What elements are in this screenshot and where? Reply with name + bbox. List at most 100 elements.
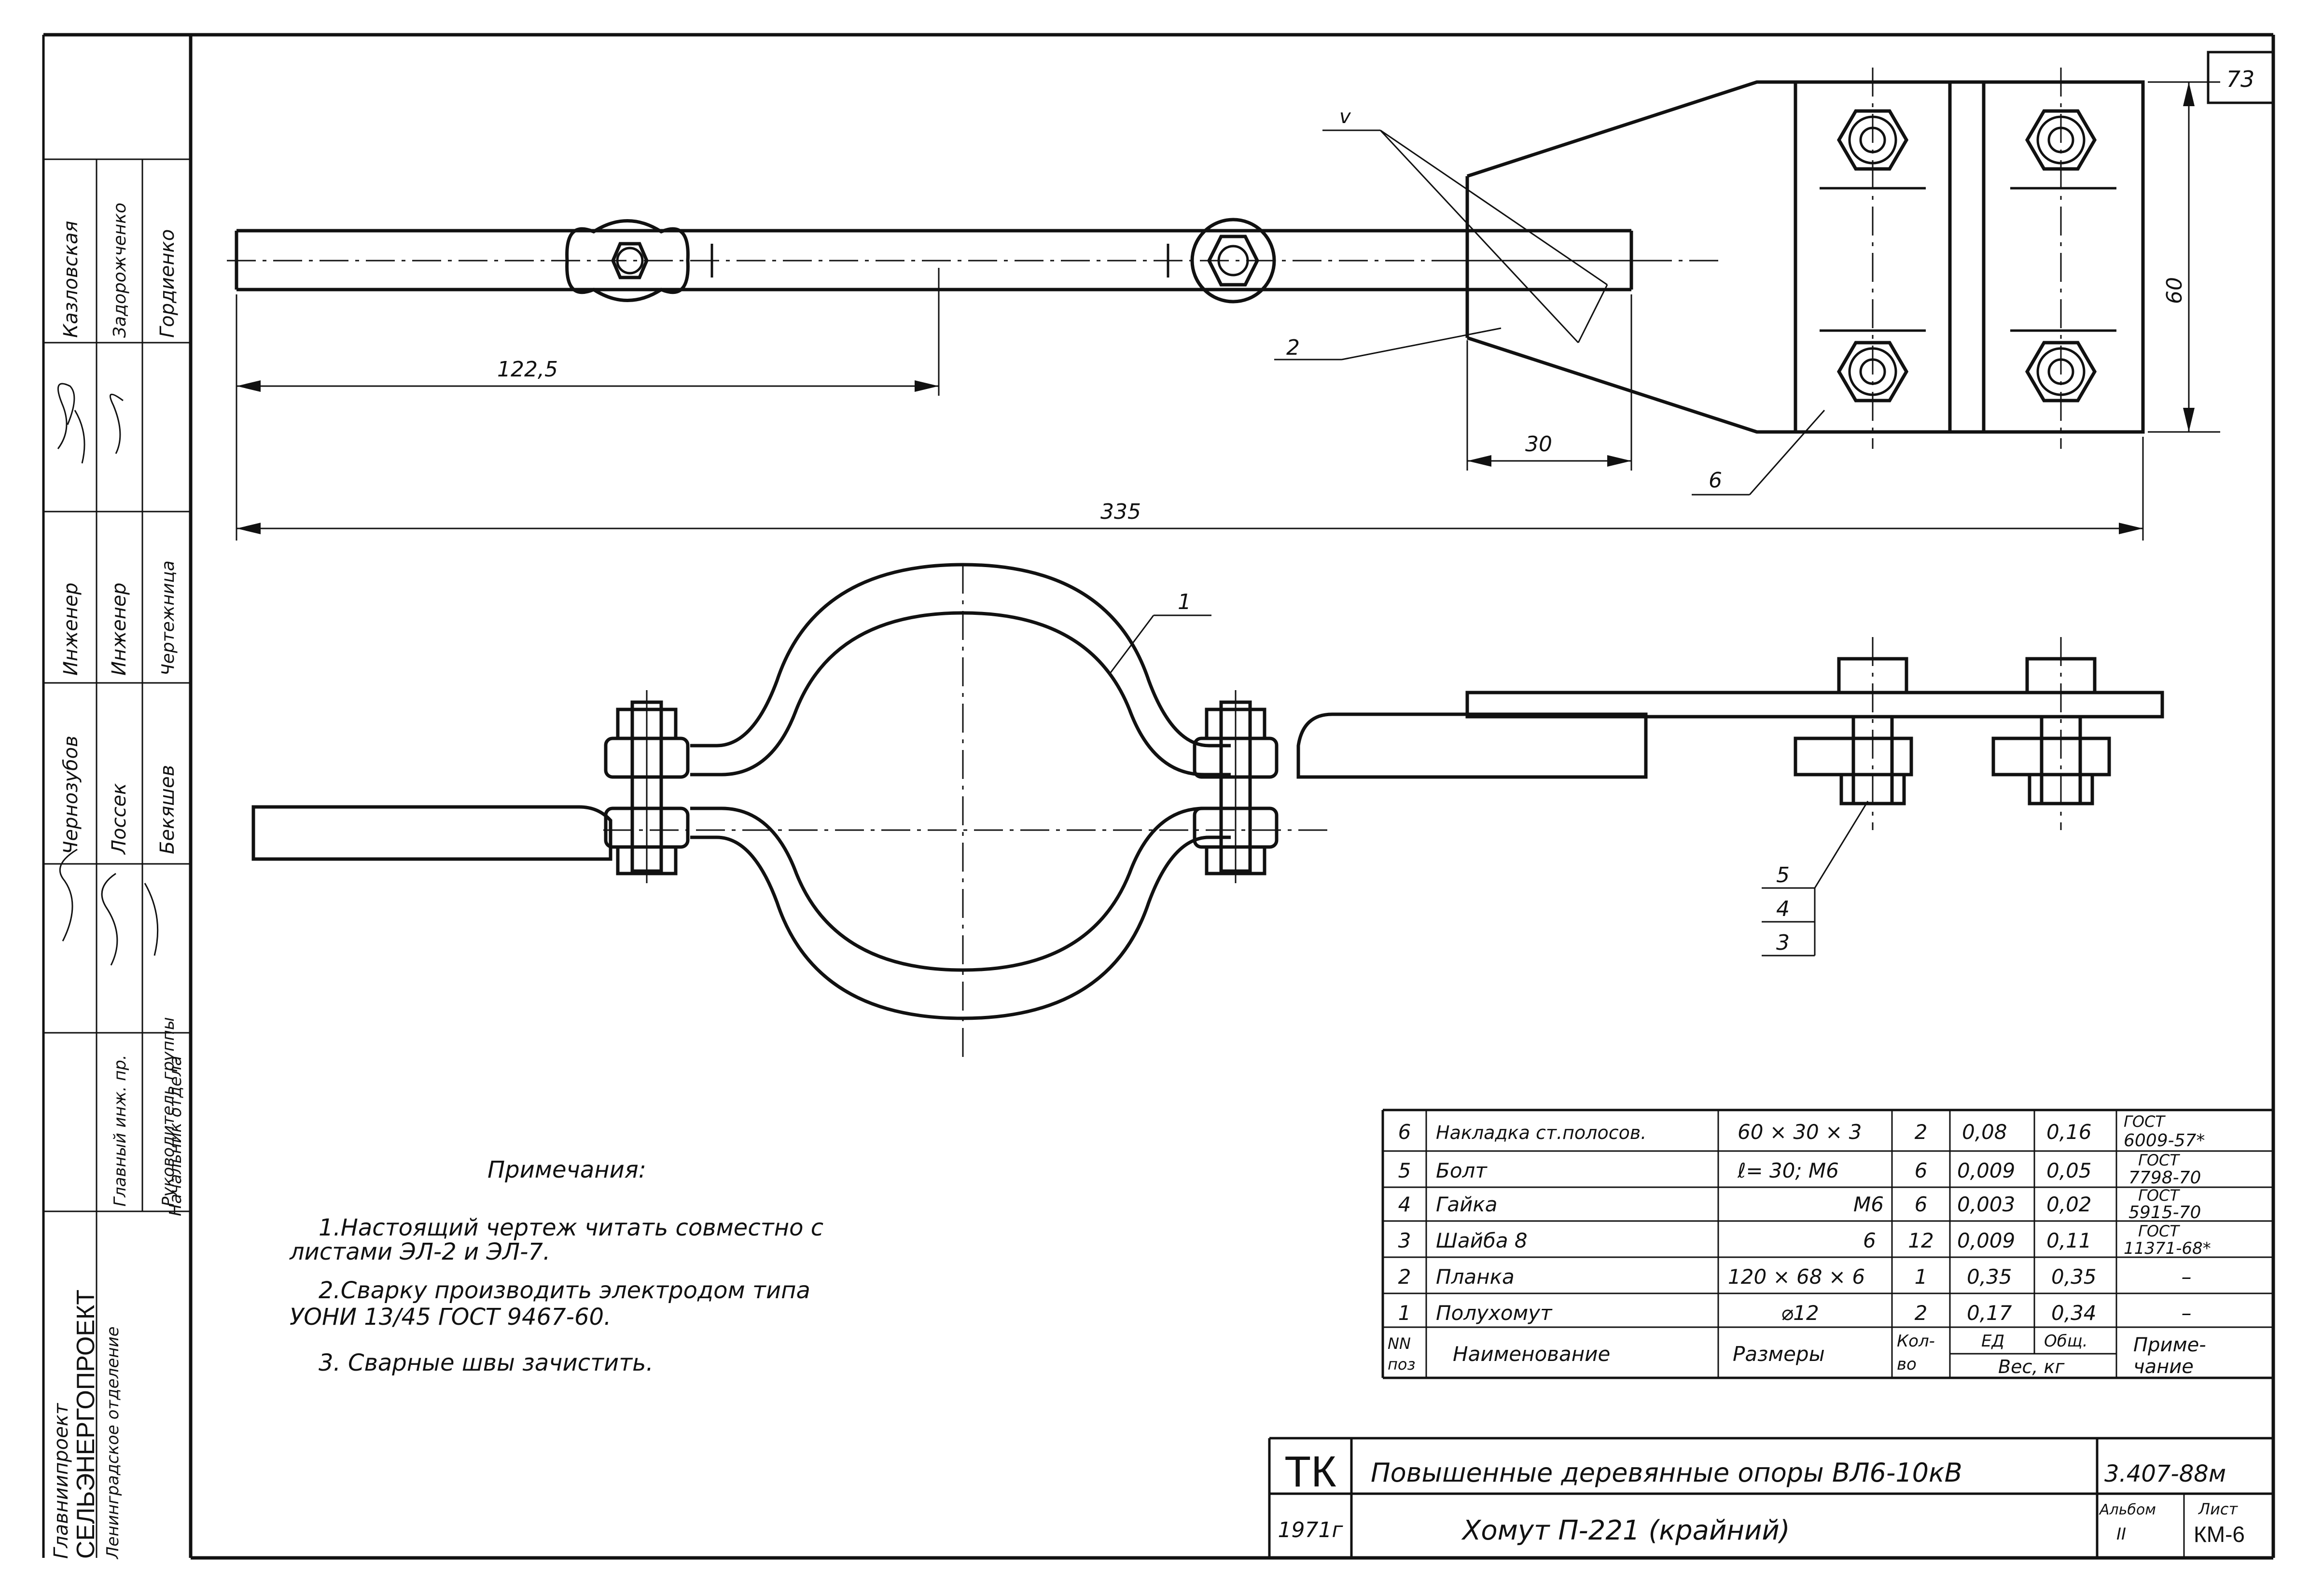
sheet-frame bbox=[42, 33, 2275, 1560]
header-note: чание bbox=[2133, 1356, 2194, 1378]
cell-size: М6 bbox=[1853, 1193, 1884, 1216]
top-dimensions bbox=[236, 81, 2220, 541]
cell-note: – bbox=[2182, 1301, 2192, 1325]
project-title: Повышенные деревянные опоры ВЛ6-10кВ bbox=[1371, 1457, 1962, 1488]
cell-qty: 6 bbox=[1915, 1159, 1928, 1182]
stamp-position-1: Инженер bbox=[60, 583, 82, 676]
callout-6: 6 bbox=[1709, 468, 1722, 493]
callout-1: 1 bbox=[1178, 590, 1191, 614]
stamp-role-2: Руководитель группы bbox=[159, 1017, 178, 1207]
dim-122-5: 122,5 bbox=[497, 357, 558, 382]
cell-note: 7798-70 bbox=[2128, 1168, 2201, 1188]
dim-60: 60 bbox=[2162, 277, 2187, 304]
cell-name: Полухомут bbox=[1436, 1301, 1553, 1325]
table-row: 2 Планка 120 × 68 × 6 1 0,35 0,35 – bbox=[1398, 1265, 2192, 1289]
title-block bbox=[1268, 1437, 2273, 1558]
callout-3: 3 bbox=[1776, 930, 1790, 955]
cell-note: 5915-70 bbox=[2128, 1203, 2201, 1222]
table-row: 4 Гайка М6 6 0,003 0,02 ГОСТ 5915-70 bbox=[1398, 1186, 2201, 1222]
stamp-name-right-1: Казловская bbox=[60, 221, 82, 338]
stamp-role-1: Главный инж. пр. bbox=[111, 1055, 130, 1207]
callout-2: 2 bbox=[1286, 335, 1300, 360]
header-pos: поз bbox=[1388, 1355, 1416, 1374]
tk-mark: ТК bbox=[1284, 1448, 1336, 1496]
cell-weight-unit: 0,009 bbox=[1957, 1159, 2015, 1182]
note-1a: 1.Настоящий чертеж читать совместно с bbox=[319, 1214, 823, 1241]
cell-size: 120 × 68 × 6 bbox=[1728, 1265, 1865, 1289]
right-strip bbox=[1296, 712, 1648, 779]
cell-weight-unit: 0,003 bbox=[1957, 1193, 2015, 1216]
cell-name: Болт bbox=[1436, 1159, 1488, 1182]
callout-5: 5 bbox=[1776, 863, 1790, 888]
cell-note: 11371-68* bbox=[2124, 1239, 2211, 1258]
cell-name: Шайба 8 bbox=[1436, 1229, 1528, 1252]
cell-pos: 5 bbox=[1398, 1159, 1411, 1182]
stamp-ministry: Главниипроект bbox=[50, 1402, 72, 1559]
stamp-role-head: Начальник отдела bbox=[166, 1056, 185, 1216]
note-2b: УОНИ 13/45 ГОСТ 9467-60. bbox=[290, 1304, 611, 1331]
cell-weight-total: 0,02 bbox=[2046, 1193, 2092, 1216]
header-weight-unit: ЕД bbox=[1981, 1332, 2004, 1351]
weld-mark: v bbox=[1339, 106, 1351, 128]
hex-nut bbox=[611, 242, 649, 279]
hex-nut bbox=[1207, 235, 1259, 287]
table-header: NN поз Наименование Размеры Кол- во ЕД О… bbox=[1388, 1332, 2206, 1378]
cell-pos: 3 bbox=[1398, 1229, 1411, 1252]
cell-weight-unit: 0,35 bbox=[1967, 1265, 2012, 1289]
drawing-code: 3.407-88м bbox=[2104, 1460, 2226, 1487]
table-row: 1 Полухомут ⌀12 2 0,17 0,34 – bbox=[1398, 1301, 2192, 1325]
notes: Примечания: 1.Настоящий чертеж читать со… bbox=[289, 1156, 823, 1376]
top-callouts bbox=[1274, 327, 1825, 496]
cell-qty: 12 bbox=[1908, 1229, 1933, 1252]
stamp-name-right-2: Задорожченко bbox=[110, 203, 130, 338]
signature-1 bbox=[57, 383, 124, 464]
header-qty: во bbox=[1897, 1355, 1917, 1374]
cell-size: ⌀12 bbox=[1781, 1301, 1819, 1325]
stamp-department: Ленинградское отделение bbox=[103, 1326, 123, 1560]
cell-name: Планка bbox=[1436, 1265, 1515, 1289]
note-2a: 2.Сварку производить электродом типа bbox=[319, 1277, 810, 1304]
stamp-position-3: Чертежница bbox=[158, 560, 178, 676]
cell-size: 6 bbox=[1863, 1229, 1876, 1252]
cell-note: ГОСТ bbox=[2138, 1222, 2180, 1240]
round-washer bbox=[1190, 218, 1276, 304]
cell-pos: 1 bbox=[1398, 1301, 1411, 1325]
half-clamp-upper bbox=[690, 563, 1231, 748]
stamp-name-left-2: Лоссек bbox=[108, 783, 130, 855]
stamp-position-2: Инженер bbox=[108, 583, 130, 676]
plate-outline bbox=[1466, 80, 2145, 434]
cell-qty: 2 bbox=[1915, 1120, 1928, 1144]
cell-qty: 1 bbox=[1915, 1265, 1928, 1289]
side-stamp bbox=[43, 158, 191, 1558]
front-callouts bbox=[1109, 614, 1869, 957]
cell-note: – bbox=[2182, 1265, 2192, 1289]
cell-weight-unit: 0,17 bbox=[1967, 1301, 2012, 1325]
sheet-label: Лист bbox=[2198, 1500, 2238, 1518]
cell-name: Накладка ст.полосов. bbox=[1436, 1122, 1646, 1143]
cell-note: 6009-57* bbox=[2124, 1131, 2205, 1151]
year: 1971г bbox=[1278, 1518, 1343, 1542]
cell-pos: 4 bbox=[1398, 1193, 1411, 1216]
cell-note: ГОСТ bbox=[2138, 1151, 2180, 1169]
cell-weight-unit: 0,009 bbox=[1957, 1229, 2015, 1252]
table-row: 3 Шайба 8 6 12 0,009 0,11 ГОСТ 11371-68* bbox=[1398, 1222, 2211, 1258]
stamp-institute: СЕЛЬЭНЕРГОПРОЕКТ bbox=[72, 1290, 100, 1559]
cell-qty: 2 bbox=[1915, 1301, 1928, 1325]
drawing-title: Хомут П-221 (крайний) bbox=[1461, 1515, 1790, 1546]
cell-weight-unit: 0,08 bbox=[1962, 1120, 2007, 1144]
header-pos: NN bbox=[1388, 1334, 1411, 1353]
cell-weight-total: 0,11 bbox=[2046, 1229, 2092, 1252]
half-clamp-lower bbox=[690, 806, 1231, 972]
front-view bbox=[251, 563, 2164, 1062]
sheet-value: КМ-6 bbox=[2194, 1522, 2245, 1547]
header-size: Размеры bbox=[1733, 1342, 1825, 1366]
left-strip bbox=[251, 805, 612, 861]
wing-washer bbox=[565, 219, 690, 302]
table-row: 5 Болт ℓ= 30; М6 6 0,009 0,05 ГОСТ 7798-… bbox=[1398, 1151, 2201, 1188]
cell-name: Гайка bbox=[1436, 1193, 1498, 1216]
cell-weight-total: 0,35 bbox=[2051, 1265, 2097, 1289]
cell-note: ГОСТ bbox=[2124, 1112, 2166, 1131]
cell-size: ℓ= 30; М6 bbox=[1737, 1159, 1839, 1182]
cell-weight-total: 0,16 bbox=[2046, 1120, 2092, 1144]
